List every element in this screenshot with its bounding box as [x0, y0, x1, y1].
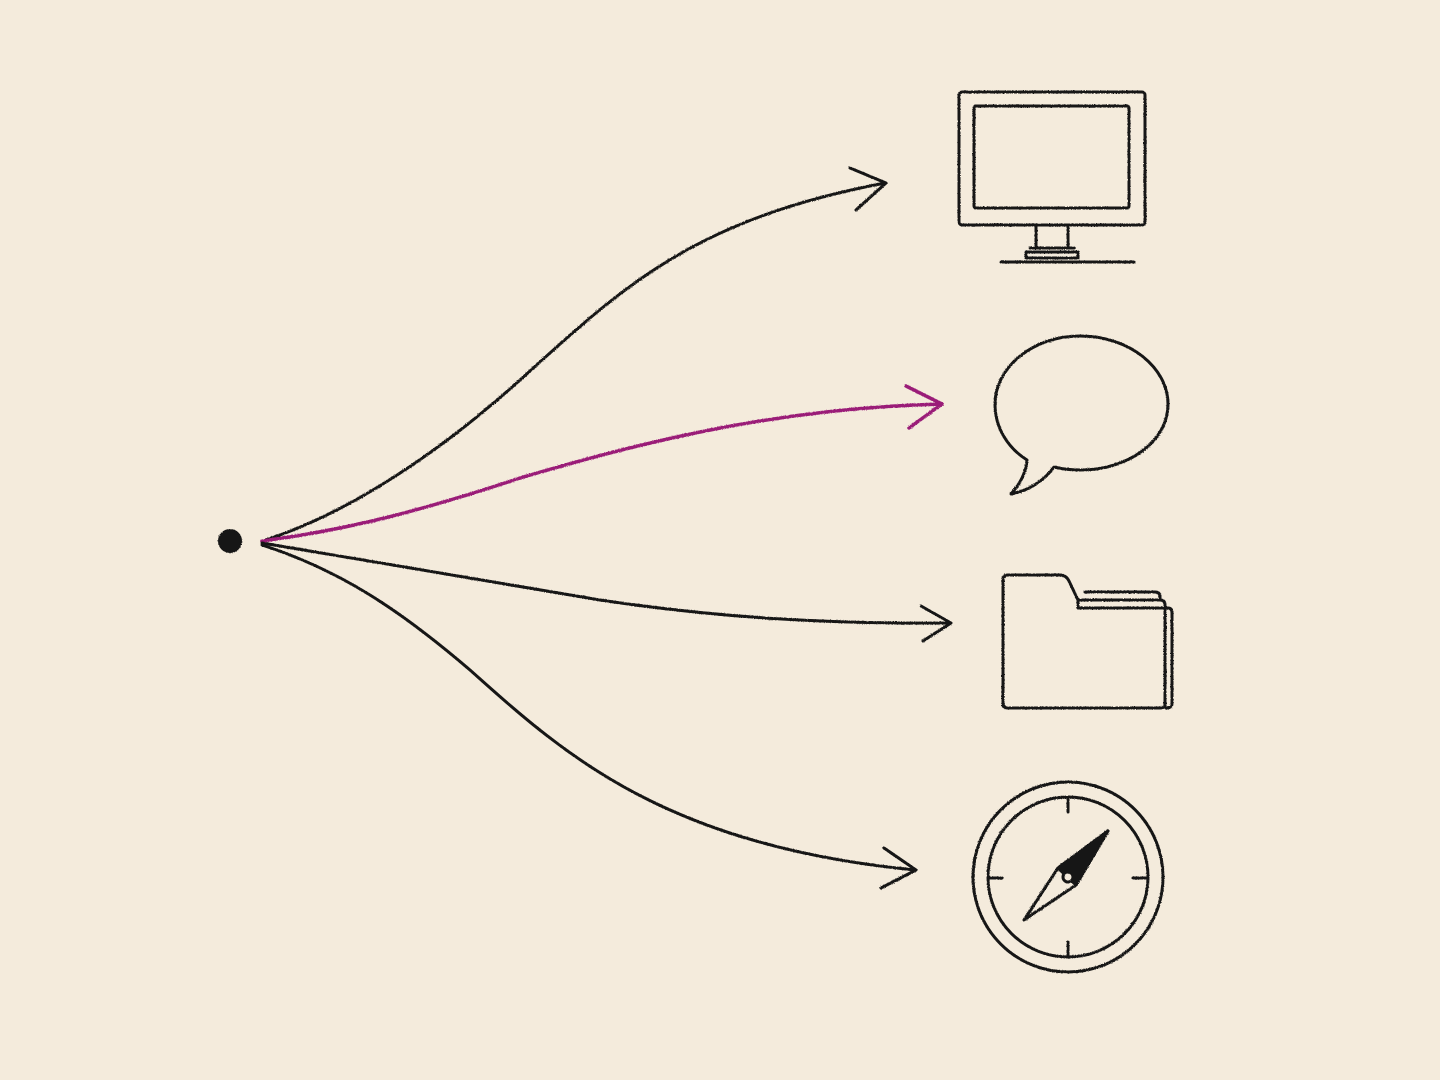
- monitor-icon[interactable]: [957, 90, 1147, 264]
- arrow-to-monitor: [260, 166, 888, 543]
- compass-icon[interactable]: [971, 780, 1165, 974]
- arrow-to-folder: [260, 541, 953, 643]
- arrow-to-compass: [260, 543, 918, 890]
- speech-bubble-icon[interactable]: [993, 334, 1170, 496]
- arrow-to-chat[interactable]: [260, 384, 944, 543]
- origin-dot: [218, 529, 242, 553]
- folder-icon[interactable]: [1001, 573, 1174, 710]
